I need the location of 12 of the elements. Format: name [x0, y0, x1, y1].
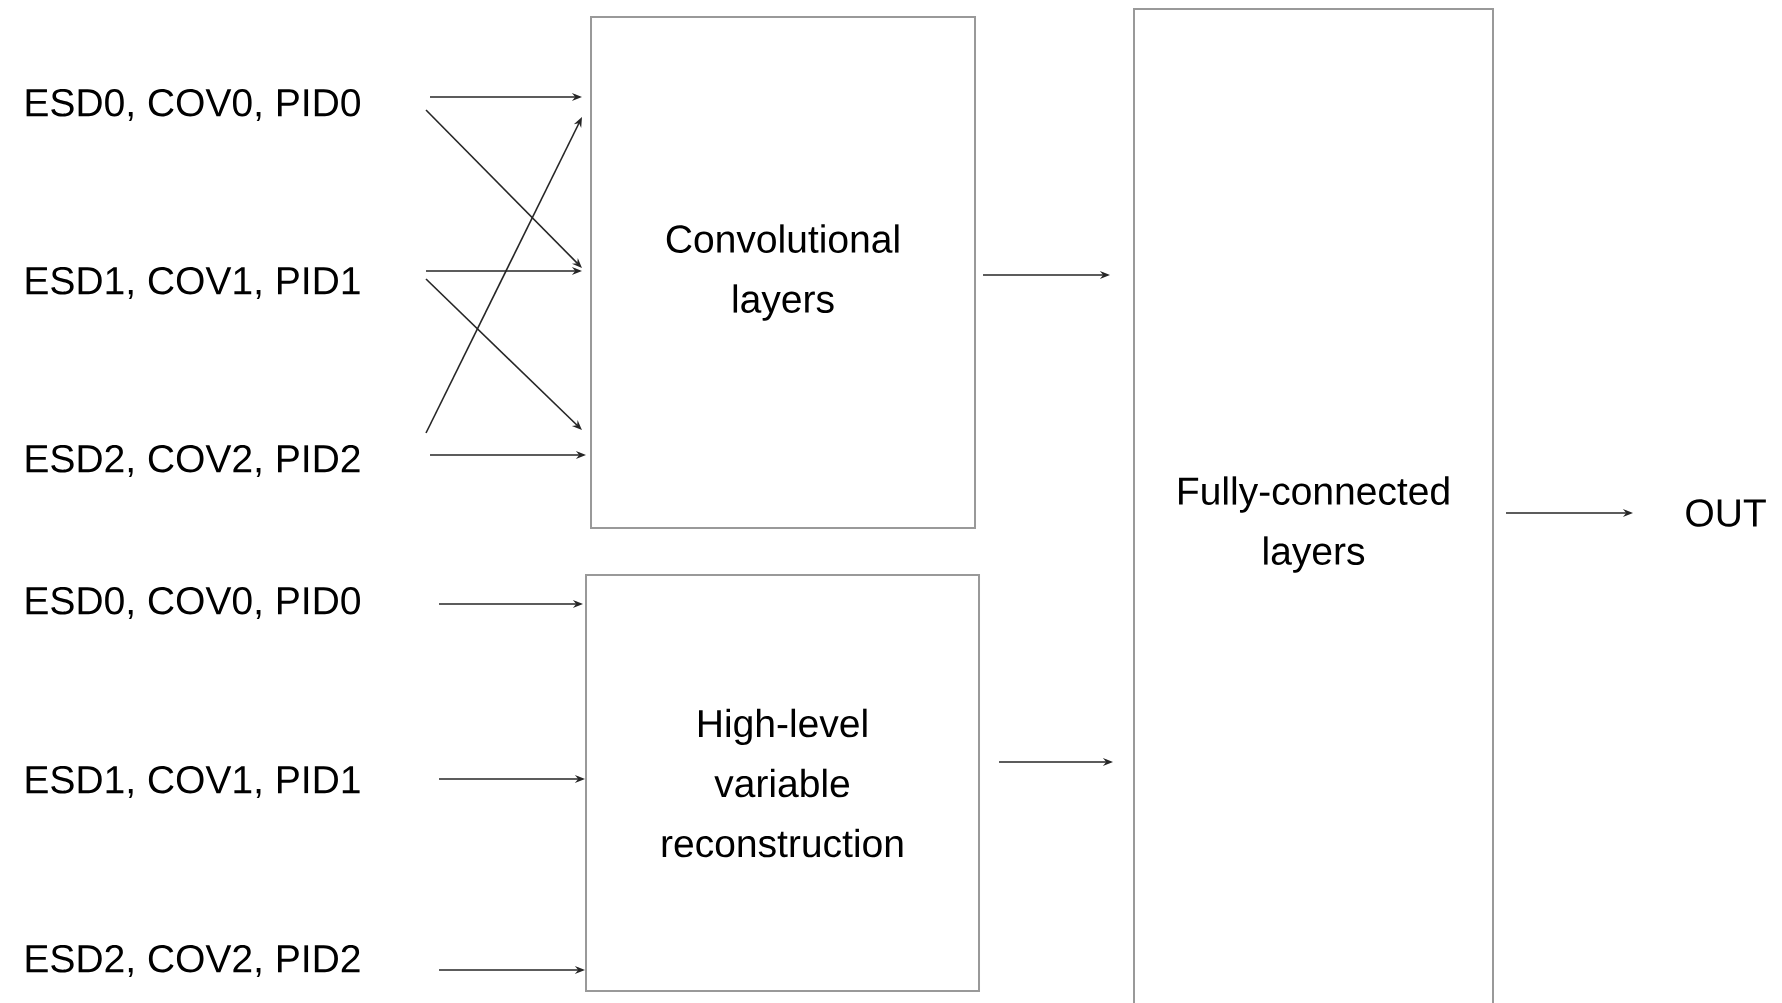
arrow: [425, 278, 582, 430]
input-label: ESD1, COV1, PID1: [26, 765, 360, 799]
input-label: ESD2, COV2, PID2: [26, 444, 360, 478]
input-label: ESD0, COV0, PID0: [26, 586, 360, 620]
input-label: ESD0, COV0, PID0: [26, 88, 360, 122]
layer-box: Convolutional layers: [590, 16, 976, 529]
arrow: [425, 109, 582, 268]
input-label: ESD1, COV1, PID1: [26, 266, 360, 300]
layer-box: High-level variable reconstruction: [585, 574, 980, 992]
input-label: ESD2, COV2, PID2: [26, 944, 360, 978]
layer-box: Fully-connected layers: [1133, 8, 1494, 1003]
output-label: OUT: [1686, 499, 1766, 527]
